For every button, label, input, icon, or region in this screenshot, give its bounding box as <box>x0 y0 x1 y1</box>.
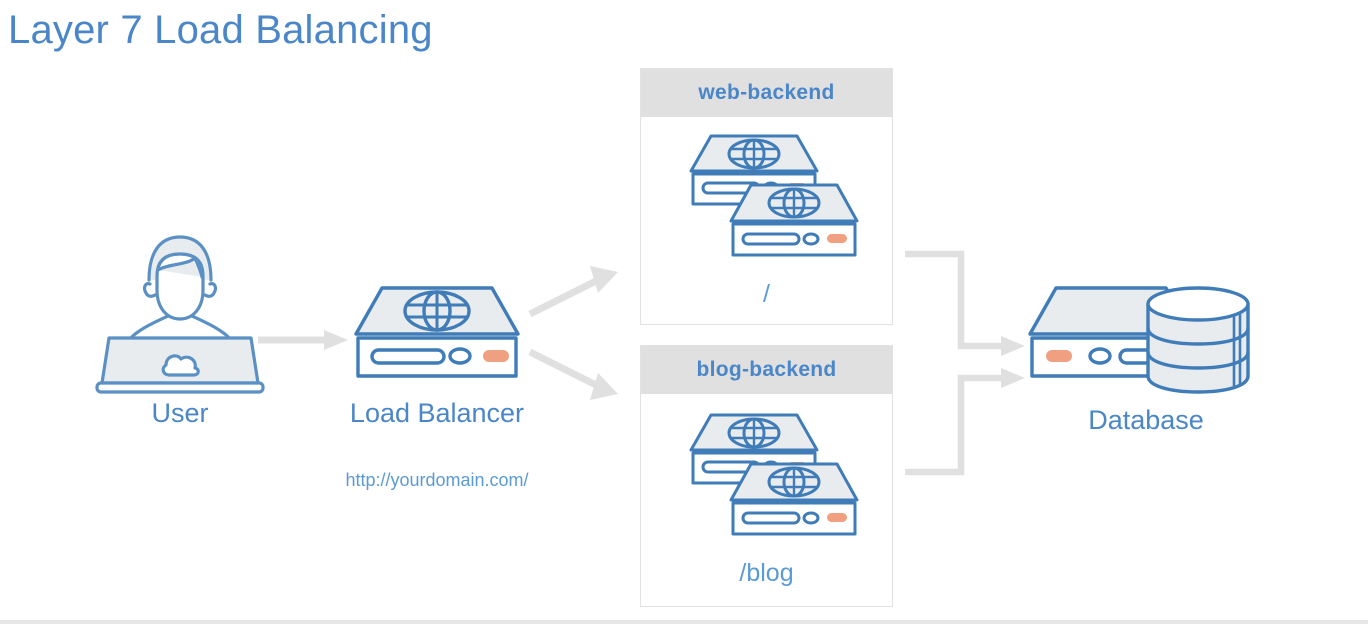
server-stack-icon-web <box>689 134 859 257</box>
arrow-web-backend-to-database <box>905 250 1025 356</box>
backend-panel-web-body: / <box>641 117 892 324</box>
arrow-lb-to-web-backend <box>528 266 618 318</box>
database-label: Database <box>1088 405 1204 435</box>
backend-panel-blog-header: blog-backend <box>641 346 892 394</box>
backend-path-blog: /blog <box>739 559 794 587</box>
backend-panel-web-header: web-backend <box>641 69 892 117</box>
backend-path-web: / <box>763 280 770 308</box>
backend-panel-blog-title: blog-backend <box>696 358 837 381</box>
page-title: Layer 7 Load Balancing <box>8 8 433 52</box>
arrow-lb-to-blog-backend <box>528 348 618 400</box>
load-balancer-url: http://yourdomain.com/ <box>345 470 529 490</box>
user-laptop-icon <box>95 235 265 394</box>
backend-panel-blog-body: /blog <box>641 394 892 606</box>
backend-panel-blog: blog-backend <box>640 345 893 607</box>
arrow-blog-backend-to-database <box>905 368 1025 476</box>
load-balancer-label: Load Balancer <box>349 398 525 428</box>
user-label: User <box>151 398 209 428</box>
backend-panel-web: web-backend <box>640 68 893 325</box>
backend-panel-web-title: web-backend <box>698 81 835 104</box>
server-icon-load-balancer <box>354 286 520 378</box>
server-stack-icon-blog <box>689 413 859 536</box>
database-icon <box>1028 286 1250 394</box>
arrow-user-to-load-balancer <box>258 330 348 350</box>
